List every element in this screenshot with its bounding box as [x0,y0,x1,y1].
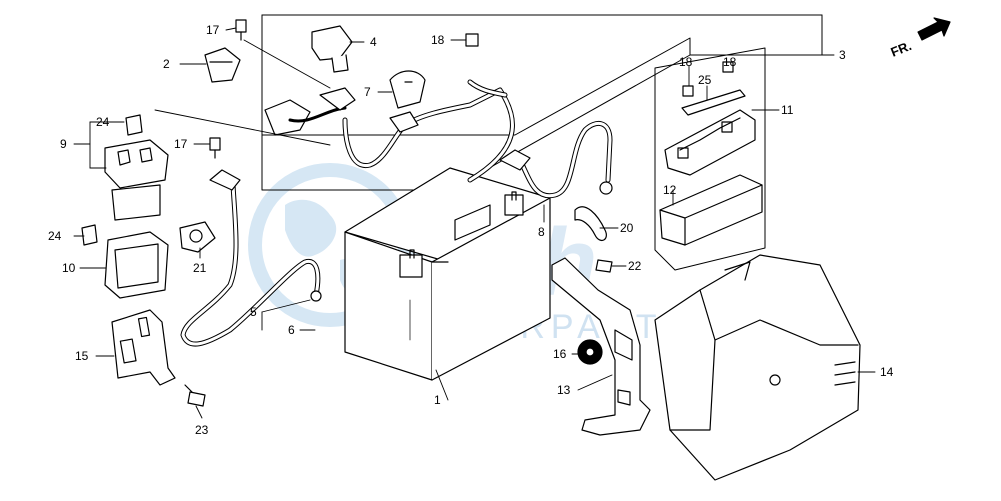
wire-harness [264,87,419,136]
bolt-part-22 [595,259,613,273]
band-part-20 [574,206,607,242]
front-label: FR. [889,38,914,60]
callout-12: 12 [663,183,677,197]
callout-17-upper: 17 [206,23,220,37]
starter-cable [499,121,613,199]
callout-21: 21 [193,261,207,275]
callout-16: 16 [553,347,567,361]
callout-24-lower: 24 [48,229,62,243]
callout-8: 8 [538,225,545,239]
battery-case-part-14 [654,254,861,481]
terminal-cover-part-4 [311,25,353,73]
bolt-part-23 [184,384,206,407]
callout-23: 23 [195,423,209,437]
starter-relay-part-9 [104,139,169,221]
plate-part-25 [681,89,746,116]
bolt-part-17-upper [235,19,247,41]
fuse-part-24-upper [125,114,143,136]
callout-labels: 1 2 3 4 5 6 7 8 9 10 11 12 13 14 15 16 1… [48,23,894,437]
bolt-part-17-lower [209,137,221,159]
callout-11: 11 [781,103,794,117]
fuse-box-part-11 [664,109,756,176]
callout-4: 4 [370,35,377,49]
front-direction-indicator: FR. [889,17,951,60]
callout-10: 10 [62,261,76,275]
relay-cover-part-10 [104,231,169,299]
battery [344,167,551,381]
callout-2: 2 [163,57,170,71]
damper-part-16 [577,339,603,365]
callout-24-upper: 24 [96,115,110,129]
callout-20: 20 [620,221,634,235]
callout-25: 25 [698,73,712,87]
callout-18-top: 18 [431,33,445,47]
bracket-part-15 [111,309,176,386]
group-box-11-12 [654,47,766,271]
bolt-part-18-top [465,33,479,47]
callout-18-right-b: 18 [723,55,737,69]
clip-part-2 [204,47,241,83]
callout-7: 7 [364,85,371,99]
negative-cable [180,169,322,347]
fuse-box-cover-part-12 [659,174,763,246]
callout-17-lower: 17 [174,137,188,151]
callout-6: 6 [288,323,295,337]
callout-13: 13 [557,383,571,397]
callout-18-right: 18 [679,55,693,69]
bolt-part-18-right [682,61,734,97]
battery-bracket-part-13 [551,257,651,436]
callout-9: 9 [60,137,67,151]
terminal-cover-part-7 [389,70,426,109]
callout-5: 5 [250,305,257,319]
callout-22: 22 [628,259,642,273]
callout-15: 15 [75,349,89,363]
callout-1: 1 [434,393,441,407]
holder-part-21 [179,221,216,253]
callout-14: 14 [880,365,894,379]
leader-lines [73,27,876,419]
group-box-3 [261,14,823,191]
fuse-part-24-lower [81,224,98,246]
callout-3: 3 [839,48,846,62]
